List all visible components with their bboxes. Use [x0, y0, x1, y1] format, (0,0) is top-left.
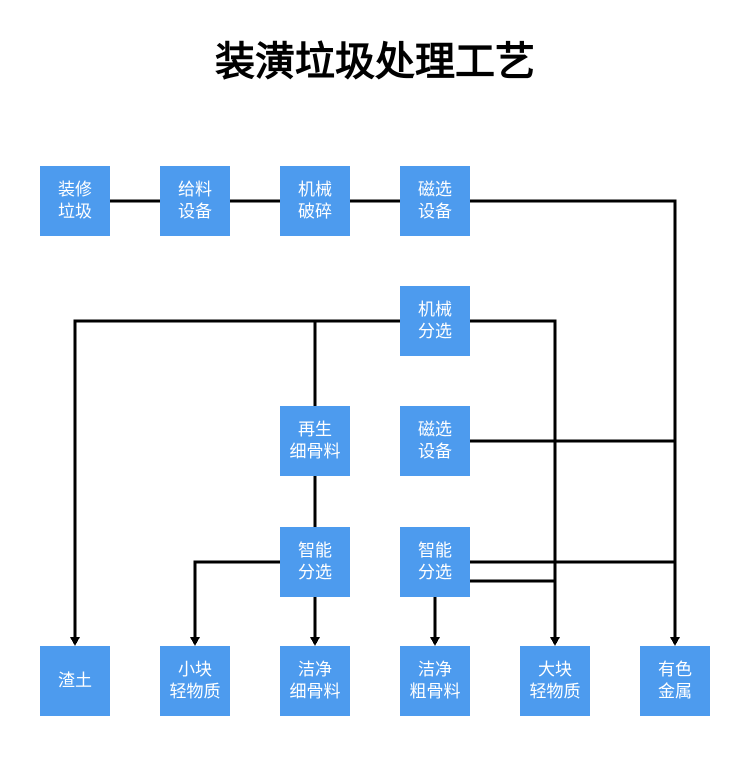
flow-node-intelligent-sorting-1: 智能 分选 — [280, 527, 350, 597]
flow-node-small-light-material: 小块 轻物质 — [160, 646, 230, 716]
flow-node-mechanical-crushing: 机械 破碎 — [280, 166, 350, 236]
flow-node-clean-coarse-aggregate: 洁净 粗骨料 — [400, 646, 470, 716]
flow-node-magnetic-separation-2: 磁选 设备 — [400, 406, 470, 476]
flow-node-large-light-material: 大块 轻物质 — [520, 646, 590, 716]
flow-node-mechanical-sorting: 机械 分选 — [400, 286, 470, 356]
flow-node-intelligent-sorting-2: 智能 分选 — [400, 527, 470, 597]
arrowhead-icon — [430, 637, 440, 646]
arrowhead-icon — [190, 637, 200, 646]
flow-node-slag-soil: 渣土 — [40, 646, 110, 716]
arrowhead-icon — [670, 637, 680, 646]
flow-node-clean-fine-aggregate: 洁净 细骨料 — [280, 646, 350, 716]
flow-node-nonferrous-metal: 有色 金属 — [640, 646, 710, 716]
flow-node-decoration-waste: 装修 垃圾 — [40, 166, 110, 236]
arrowhead-icon — [550, 637, 560, 646]
arrowhead-icon — [310, 637, 320, 646]
flow-node-magnetic-separation-1: 磁选 设备 — [400, 166, 470, 236]
flow-node-feeding-equipment: 给料 设备 — [160, 166, 230, 236]
page-title: 装潢垃圾处理工艺 — [215, 40, 535, 84]
arrowhead-icon — [70, 637, 80, 646]
flow-node-recycled-fine-aggregate: 再生 细骨料 — [280, 406, 350, 476]
